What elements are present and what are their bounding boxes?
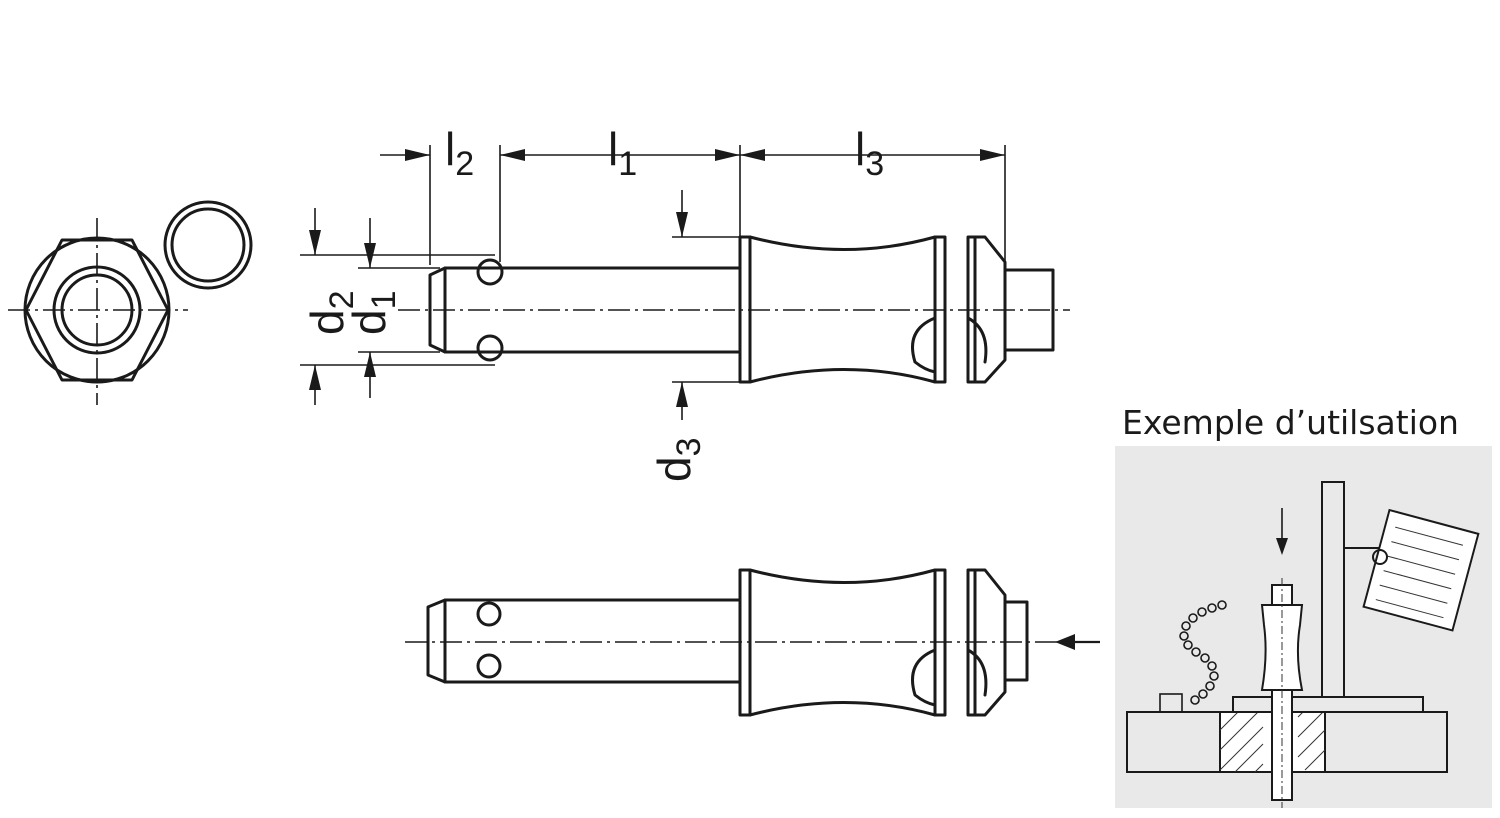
locking-ball-bottom-pressed — [476, 653, 502, 679]
arrow-l2 — [405, 149, 430, 161]
arrow-d2-bottom — [309, 365, 321, 390]
side-view: l2 l1 l3 d2 d1 d3 — [300, 123, 1070, 482]
button-collar-recess-pressed — [966, 648, 988, 697]
label-l3: l3 — [855, 123, 884, 183]
locking-ball-top-pressed — [476, 601, 502, 627]
handle-recess — [911, 316, 937, 374]
arrow-d3-top — [676, 212, 688, 237]
arrow-d1-bottom — [364, 352, 376, 377]
arrow-l3-right — [980, 149, 1005, 161]
button-collar-recess — [966, 316, 988, 364]
rotating-part — [1362, 508, 1480, 632]
end-view-key-ring-inner — [170, 207, 246, 283]
label-l1: l1 — [608, 123, 637, 183]
end-view-key-ring — [163, 200, 253, 290]
push-arrow-head — [1055, 634, 1075, 650]
arrow-d2-top — [309, 230, 321, 255]
handle-body-pressed — [738, 568, 947, 717]
button-cap-pressed — [1003, 600, 1029, 682]
example-panel: Exemple d’utilsation — [1115, 398, 1492, 808]
pin-shaft — [428, 266, 742, 354]
end-view — [8, 200, 253, 405]
example-down-arrow-head — [1276, 538, 1288, 555]
label-l2: l2 — [445, 123, 474, 183]
label-d3: d3 — [648, 437, 708, 482]
label-d1: d1 — [343, 290, 403, 335]
chain-anchor — [1159, 693, 1183, 713]
locking-ball-top — [476, 258, 504, 286]
arrow-d3-bottom — [676, 382, 688, 407]
pin-shaft-pressed — [426, 598, 742, 684]
side-view-pressed — [405, 568, 1100, 717]
pivot-hole — [1372, 549, 1388, 565]
button-collar-pressed — [966, 568, 1007, 717]
arrow-d1-top — [364, 243, 376, 268]
arrow-l3-left — [740, 149, 765, 161]
arrow-l1-right — [715, 149, 740, 161]
pin-in-use — [1260, 578, 1304, 808]
ball-chain — [1179, 600, 1227, 705]
handle-recess-pressed — [911, 648, 937, 707]
example-title: Exemple d’utilsation — [1122, 403, 1459, 442]
support-post — [1321, 481, 1345, 698]
arrow-l1-left — [500, 149, 525, 161]
button-collar — [966, 235, 1007, 384]
handle-body — [738, 235, 947, 384]
example-title-strip — [1115, 398, 1492, 446]
label-d2: d2 — [301, 290, 361, 335]
locking-ball-bottom — [476, 334, 504, 362]
